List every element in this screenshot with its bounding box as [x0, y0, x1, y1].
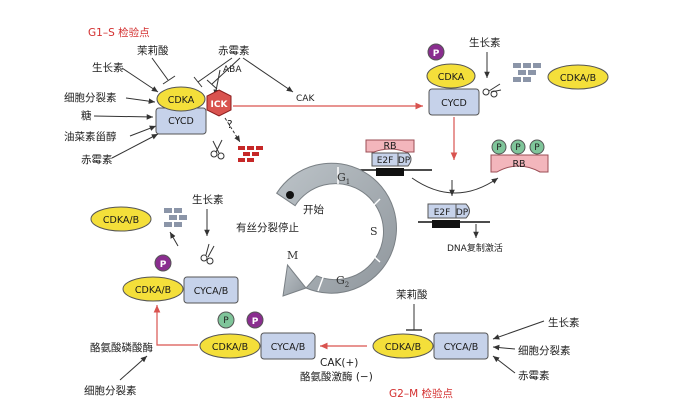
label-gibberellin-left: 赤霉素 — [81, 153, 113, 166]
dp-shape-bound — [397, 152, 412, 167]
label-gibberellin-bottom-right: 赤霉素 — [518, 369, 550, 382]
label-sugar: 糖 — [81, 109, 92, 122]
phosphate-purple-bottom — [246, 311, 264, 329]
gibberellin-arrow-bottom-right — [492, 355, 516, 374]
cdka-ellipse-top-right — [426, 63, 476, 89]
label-cak-top: CAK — [296, 94, 315, 104]
label-auxin-left: 生长素 — [192, 193, 224, 206]
cycd-label-g1: CYCD — [168, 116, 194, 127]
phosphate-label-rb-1: P — [496, 143, 502, 153]
degradation-arrow-left — [169, 231, 179, 247]
scissors-icon — [210, 139, 225, 160]
label-brassinosteroid: 油菜素甾醇 — [64, 130, 117, 143]
dp-label-bound: DP — [398, 156, 411, 166]
cdka-label-g1: CDKA — [168, 95, 195, 106]
phosphate-label-left: P — [160, 260, 167, 270]
degraded-fragments-icon — [238, 146, 263, 162]
scissors-icon-left — [200, 243, 215, 265]
cycd-box-top-right — [428, 88, 480, 116]
activation-arrow-to-m — [153, 305, 198, 346]
label-mitosis-stop: 有丝分裂停止 — [236, 221, 299, 234]
phase-g1: G1 — [337, 171, 350, 186]
auxin-arrow-bottom-right — [492, 320, 545, 340]
cdka-b-label-left: CDKA/B — [103, 215, 139, 226]
label-cytokinin-bottom-left: 细胞分裂素 — [84, 384, 137, 397]
cdka-b-ellipse-bottom — [199, 333, 261, 359]
scissors-icon-top-right — [482, 83, 502, 98]
phosphate-icon-top-right — [427, 43, 445, 61]
ick-inhibitor-icon — [206, 89, 232, 117]
degraded-fragments-top-right — [513, 63, 541, 82]
phosphate-green-bottom — [217, 311, 235, 329]
rb-released-shape — [490, 154, 549, 173]
cdka-label-top-right: CDKA — [438, 72, 465, 83]
label-jasmonic-acid-top: 茉莉酸 — [137, 44, 169, 57]
cyca-b-box-active — [183, 276, 239, 304]
label-start: 开始 — [303, 203, 324, 216]
cdka-b-label-active: CDKA/B — [135, 285, 171, 296]
label-tyr-kinase: 酪氨酸激酶 (−) — [300, 370, 373, 383]
cyca-b-box-g2m — [433, 332, 489, 360]
phosphate-label-rb-3: P — [534, 143, 540, 153]
cdka-b-label-bottom: CDKA/B — [212, 342, 248, 353]
phosphate-icon-left — [154, 254, 172, 272]
label-cytokinin-bottom-right: 细胞分裂素 — [518, 344, 571, 357]
cyca-b-label-active: CYCA/B — [194, 286, 229, 297]
dna-promoter-free — [432, 220, 460, 228]
cyca-b-label-g2m: CYCA/B — [444, 342, 479, 353]
cytokinin-arrow-bottom-left — [119, 355, 148, 381]
phosphates-rb-released — [491, 139, 545, 155]
rb-bound-shape — [365, 139, 415, 153]
phosphate-label-top-right: P — [433, 49, 440, 59]
cyca-b-label-bottom: CYCA/B — [271, 342, 306, 353]
cdka-b-label-g2m: CDKA/B — [385, 342, 421, 353]
label-auxin-top: 生长素 — [92, 61, 124, 74]
cdka-b-label-top-right: CDKA/B — [560, 73, 596, 84]
phase-m: M — [287, 249, 298, 262]
phosphate-label-green-bottom: P — [223, 316, 229, 326]
dp-label-free: DP — [456, 208, 469, 218]
phosphate-label-rb-2: P — [515, 143, 521, 153]
g1s-checkpoint-title: G1–S 检验点 — [88, 26, 150, 39]
cell-cycle-ring — [276, 162, 397, 297]
degraded-fragments-left — [164, 208, 187, 227]
ick-label: ICK — [211, 100, 229, 110]
label-auxin-bottom-right: 生长素 — [548, 316, 580, 329]
label-jasmonic-acid-bottom: 茉莉酸 — [396, 288, 428, 301]
cdka-ellipse-g1 — [156, 86, 206, 112]
cyca-b-box-bottom — [260, 332, 316, 360]
label-dna-activation: DNA复制激活 — [447, 242, 503, 254]
dna-promoter-bound — [376, 168, 404, 176]
label-tyr-phosphatase: 酪氨酸磷酸酶 — [90, 341, 153, 354]
question-mark: ? — [227, 119, 233, 131]
phase-s: S — [370, 225, 378, 238]
cycd-label-top-right: CYCD — [441, 98, 467, 109]
e2f-label-free: E2F — [434, 208, 451, 218]
cytokinin-arrow-bottom-right — [492, 344, 516, 351]
phosphate-label-purple-bottom: P — [252, 317, 259, 327]
g2m-checkpoint-title: G2–M 检验点 — [389, 387, 453, 400]
dp-shape-free — [455, 203, 470, 219]
label-auxin-top-right: 生长素 — [469, 36, 501, 49]
label-cak-plus: CAK(+) — [320, 357, 358, 369]
cycle-start-dot — [286, 191, 294, 199]
e2f-label-bound: E2F — [377, 156, 394, 166]
cdka-b-ellipse-top-right — [547, 64, 609, 90]
label-gibberellin-top: 赤霉素 — [218, 44, 250, 57]
label-aba: ABA — [223, 65, 242, 75]
cdka-b-ellipse-active — [122, 276, 184, 302]
rb-label-bound: RB — [383, 141, 396, 152]
rb-label-released: RB — [512, 159, 525, 170]
cdka-b-ellipse-left — [90, 206, 152, 232]
cdka-b-ellipse-g2m — [372, 333, 434, 359]
rb-release-curve — [411, 177, 499, 194]
phase-g2: G2 — [336, 274, 349, 289]
label-cytokinin-top: 细胞分裂素 — [64, 91, 117, 104]
